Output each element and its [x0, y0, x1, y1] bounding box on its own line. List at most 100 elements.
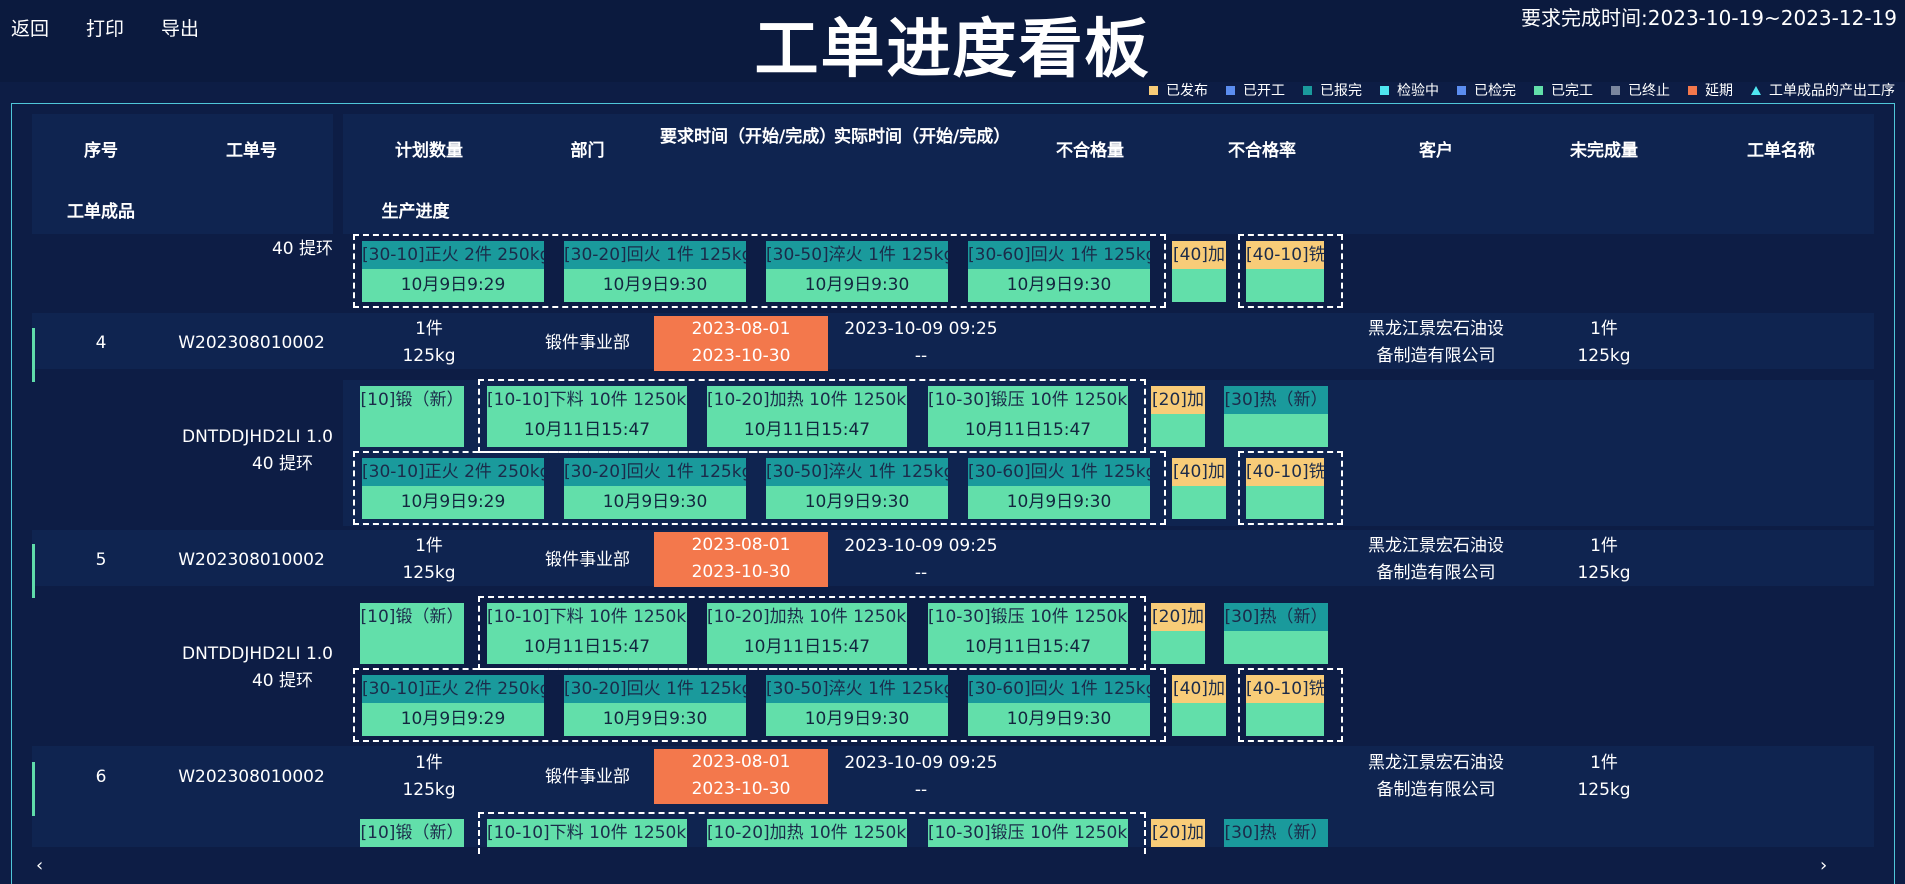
seq: 5: [95, 550, 107, 570]
product-code: DNTDDJHD2LI 1.0: [182, 427, 333, 447]
customer-line1: 黑龙江景宏石油设: [1368, 753, 1504, 773]
header-order-name: 工单名称: [1747, 141, 1815, 161]
unfinished-pcs: 1件: [1590, 319, 1618, 339]
process-op[interactable]: [40]加: [1172, 241, 1226, 302]
triangle-icon: [1751, 85, 1761, 95]
print-button[interactable]: 打印: [86, 18, 125, 40]
process-op[interactable]: [10]锻（新）: [360, 603, 464, 664]
legend-swatch: [1303, 85, 1312, 95]
unfinished-pcs: 1件: [1590, 753, 1618, 773]
plan-qty-pcs: 1件: [415, 753, 443, 773]
legend-label: 已终止: [1628, 83, 1670, 99]
row-indicator: [32, 328, 35, 382]
process-op[interactable]: [10]锻（新）: [360, 386, 464, 447]
table-row[interactable]: [32, 530, 1874, 586]
plan-qty-pcs: 1件: [415, 536, 443, 556]
unfinished-kg: 125kg: [1577, 563, 1631, 583]
legend-swatch: [1149, 85, 1158, 95]
legend-item-inspected: 已检完: [1457, 80, 1516, 100]
actual-start: 2023-10-09 09:25: [844, 753, 998, 773]
scroll-left-icon[interactable]: ‹: [36, 855, 44, 876]
process-op[interactable]: [40]加: [1172, 675, 1226, 736]
process-op[interactable]: [10-30]锻压 10件 1250kg: [928, 819, 1128, 847]
board-frame: [11, 103, 1895, 884]
legend-label: 检验中: [1397, 83, 1439, 99]
legend-item-completed: 已完工: [1534, 80, 1593, 100]
process-op[interactable]: [20]加: [1151, 603, 1205, 664]
process-group: [1238, 668, 1343, 742]
process-op[interactable]: [10]锻（新）: [360, 819, 464, 847]
process-op[interactable]: [30]热（新）: [1224, 603, 1328, 664]
order-no: W202308010002: [178, 767, 325, 787]
header-order-no: 工单号: [226, 141, 277, 161]
header-defect-rate: 不合格率: [1228, 141, 1296, 161]
legend-swatch: [1611, 85, 1620, 95]
actual-start: 2023-10-09 09:25: [844, 319, 998, 339]
scroll-right-icon[interactable]: ›: [1820, 855, 1828, 876]
legend-swatch: [1534, 85, 1543, 95]
header-seq: 序号: [84, 141, 118, 161]
legend-label: 已开工: [1243, 83, 1285, 99]
process-op[interactable]: [10-10]下料 10件 1250kg: [487, 819, 687, 847]
header-actual-time: 实际时间（开始/完成）: [834, 127, 1011, 147]
process-op[interactable]: [30]热（新）: [1224, 819, 1328, 847]
process-op[interactable]: [40-10]铣: [1246, 458, 1324, 519]
dept: 锻件事业部: [545, 767, 630, 787]
process-op[interactable]: [40-10]铣: [1246, 241, 1324, 302]
legend-swatch: [1226, 85, 1235, 95]
export-button[interactable]: 导出: [161, 18, 200, 40]
legend-label: 延期: [1705, 83, 1733, 99]
process-op[interactable]: [40-10]铣: [1246, 675, 1324, 736]
status-legend: 已发布 已开工 已报完 检验中 已检完 已完工 已终止 延期 工单成品的产出工序: [1149, 80, 1895, 100]
legend-swatch: [1457, 85, 1466, 95]
product-name: 40 提环: [251, 454, 313, 474]
customer-line1: 黑龙江景宏石油设: [1368, 536, 1504, 556]
process-op[interactable]: [40]加: [1172, 458, 1226, 519]
process-op[interactable]: [10-20]加热 10件 1250kg: [707, 819, 907, 847]
product-code: DNTDDJHD2LI 1.0: [182, 644, 333, 664]
order-no: W202308010002: [178, 550, 325, 570]
legend-label: 已报完: [1320, 83, 1362, 99]
customer-line2: 备制造有限公司: [1376, 563, 1496, 583]
process-group: [478, 812, 1146, 854]
process-op[interactable]: [20]加: [1151, 386, 1205, 447]
legend-item-inspecting: 检验中: [1380, 80, 1439, 100]
process-group: [353, 234, 1166, 308]
dept: 锻件事业部: [545, 550, 630, 570]
process-op[interactable]: [20]加: [1151, 819, 1205, 847]
order-no: W202308010002: [178, 333, 325, 353]
header-req-time: 要求时间（开始/完成）: [660, 127, 837, 147]
back-button[interactable]: 返回: [11, 18, 50, 40]
process-group: [353, 451, 1166, 525]
table-row[interactable]: [32, 313, 1874, 369]
legend-item-delayed: 延期: [1688, 80, 1733, 100]
process-op[interactable]: [30]热（新）: [1224, 386, 1328, 447]
dept: 锻件事业部: [545, 333, 630, 353]
legend-label: 工单成品的产出工序: [1769, 83, 1895, 99]
customer-line2: 备制造有限公司: [1376, 780, 1496, 800]
plan-qty-kg: 125kg: [402, 346, 456, 366]
legend-swatch: [1380, 85, 1389, 95]
legend-label: 已完工: [1551, 83, 1593, 99]
process-group: [1238, 451, 1343, 525]
